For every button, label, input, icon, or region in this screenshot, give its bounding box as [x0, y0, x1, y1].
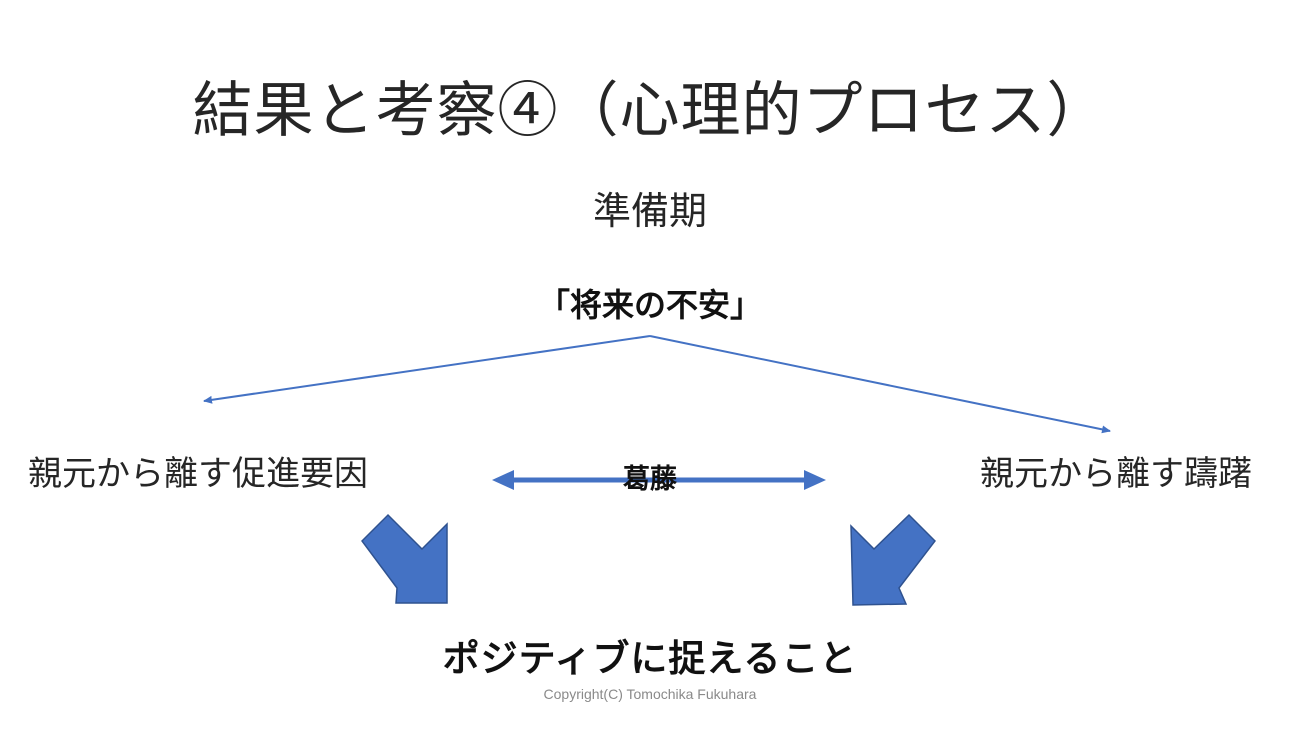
arrow-to-left-node [203, 335, 651, 404]
node-hesitation: 親元から離す躊躇 [980, 454, 1252, 494]
stage-label: 準備期 [592, 189, 707, 233]
node-future-anxiety: 「将来の不安」 [537, 286, 762, 324]
right-block-arrow [850, 513, 936, 606]
slide-title: 結果と考察④（心理的プロセス） [192, 76, 1108, 146]
copyright-footer: Copyright(C) Tomochika Fukuhara [543, 686, 757, 702]
node-positive-perception: ポジティブに捉えること [442, 637, 858, 680]
arrow-to-right-node [649, 335, 1111, 434]
conflict-double-arrow [492, 470, 826, 490]
left-block-arrow [361, 513, 448, 604]
node-promoting-factors: 親元から離す促進要因 [28, 454, 368, 494]
conflict-label: 葛藤 [623, 464, 677, 495]
